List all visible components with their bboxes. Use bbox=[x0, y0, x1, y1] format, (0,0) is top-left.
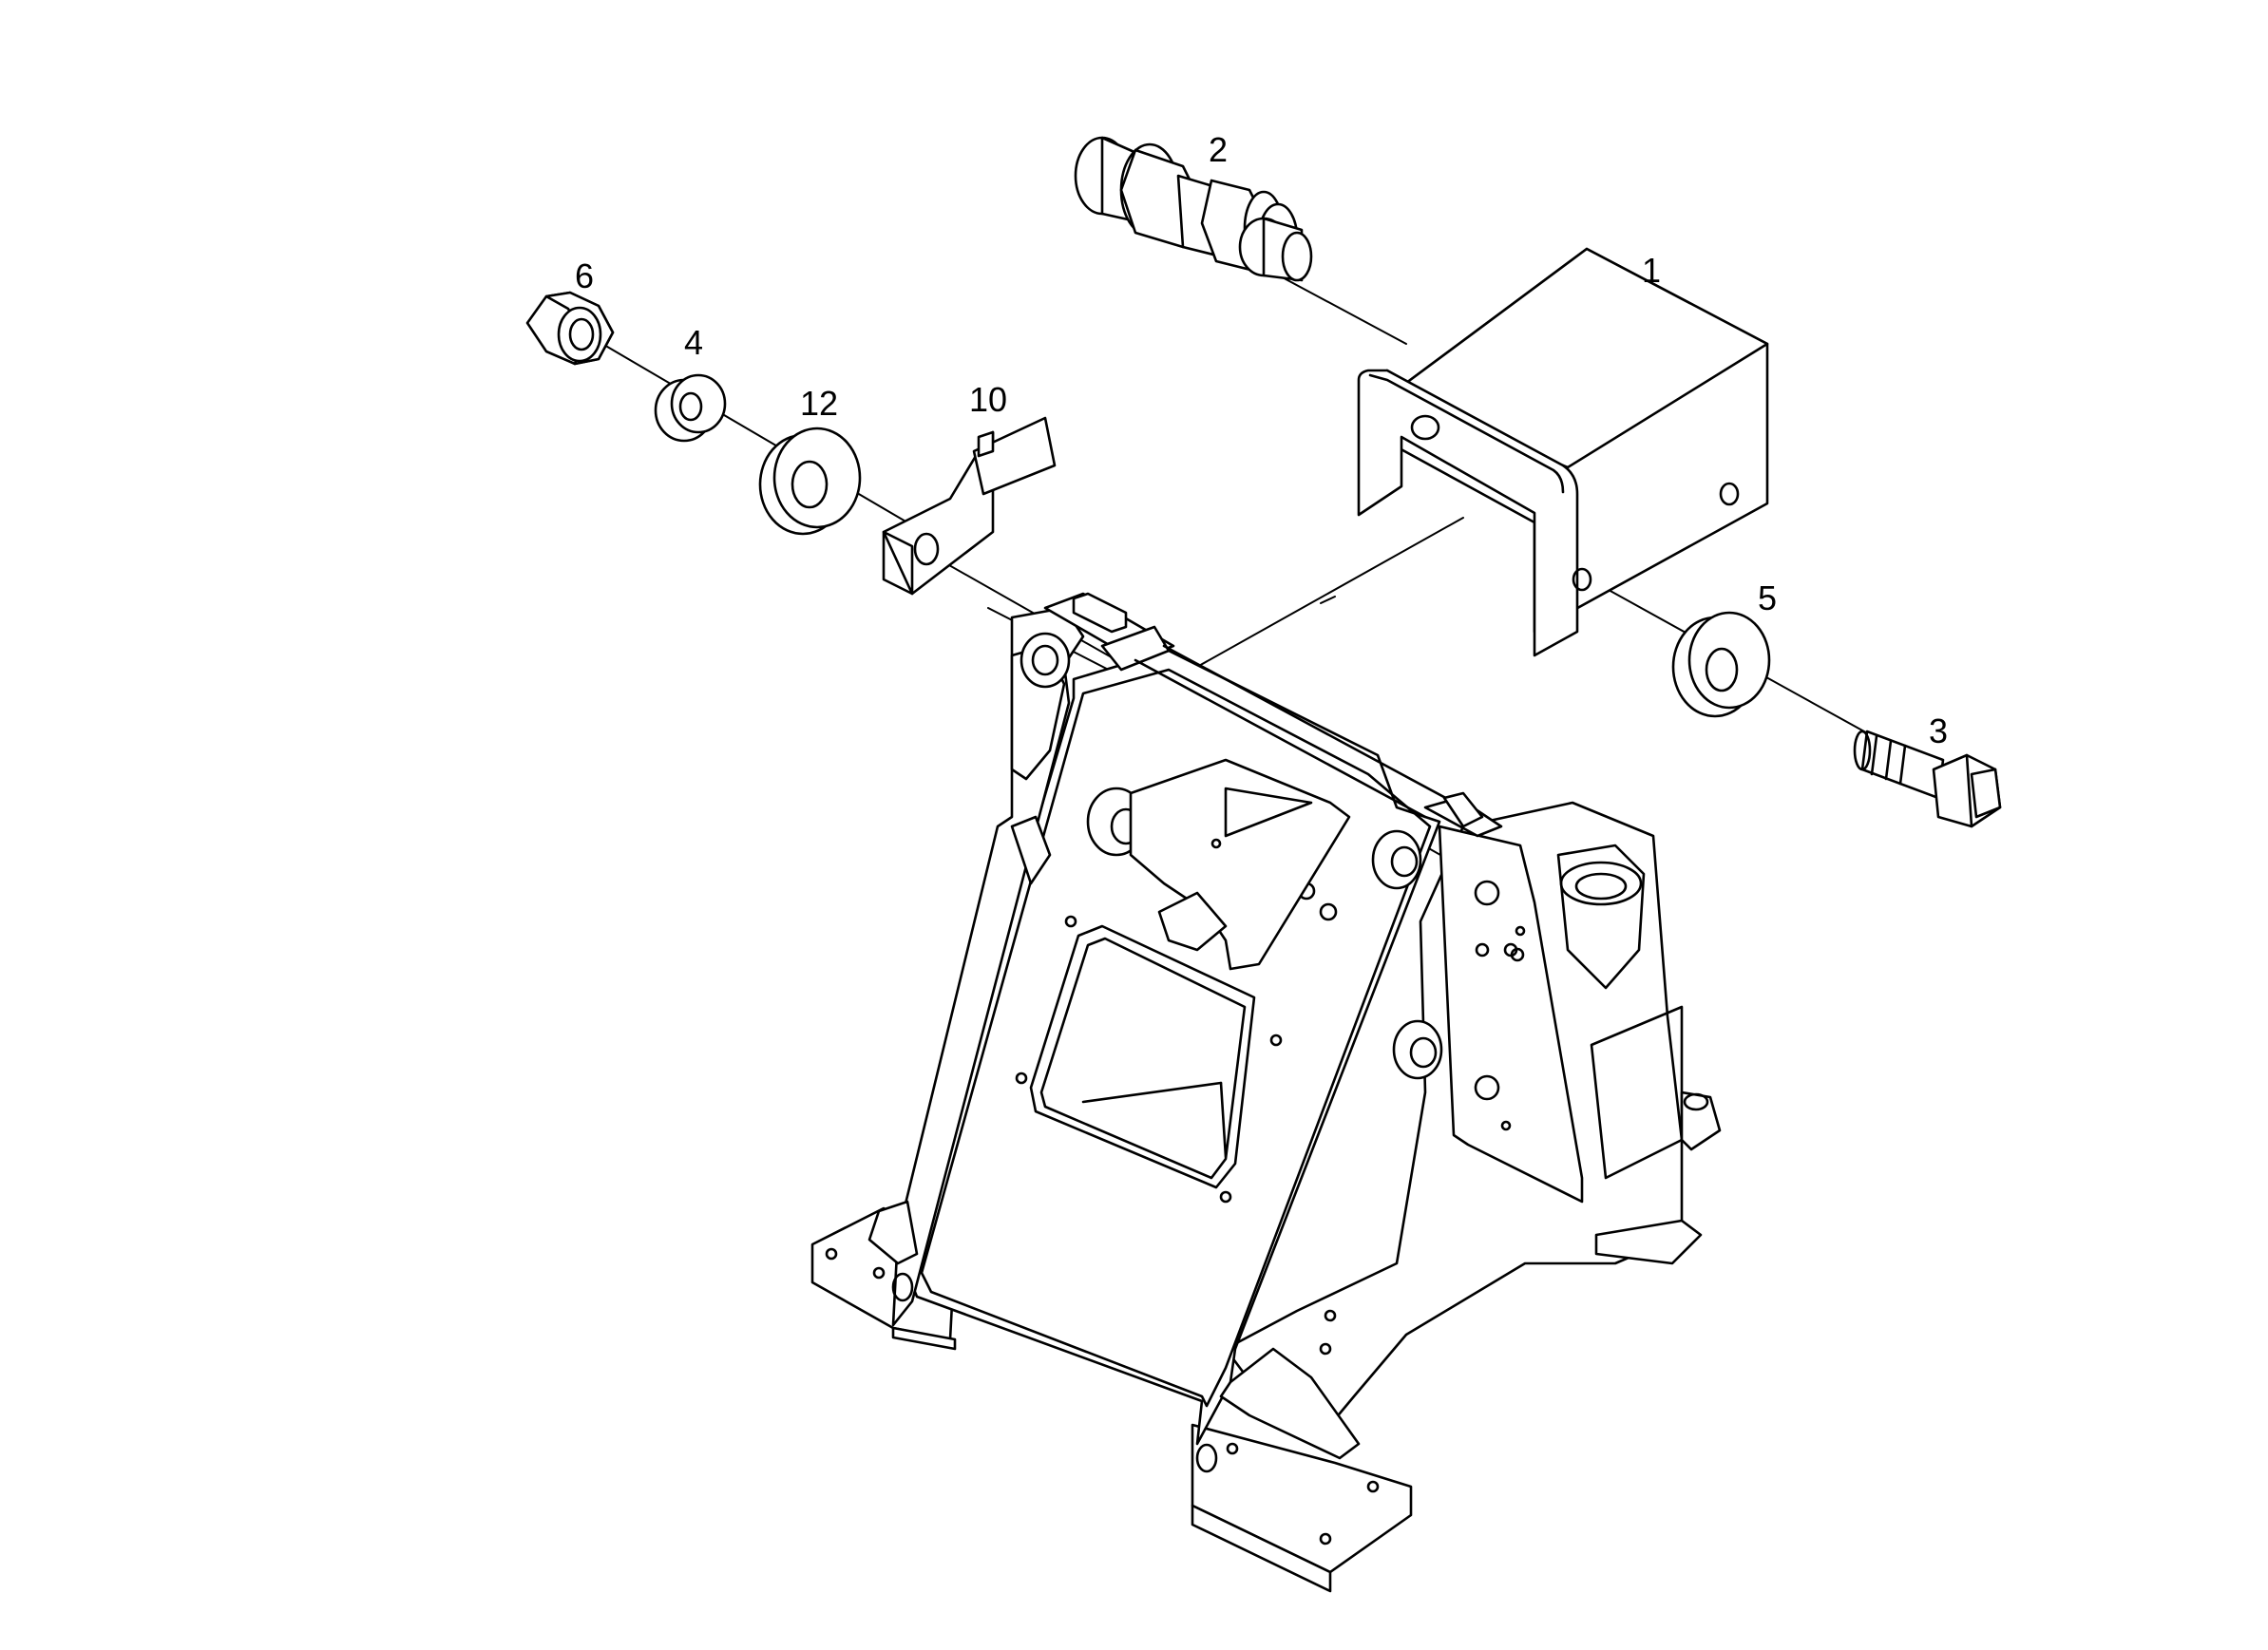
callout-6: 6 bbox=[575, 256, 594, 295]
main-frame bbox=[810, 592, 1722, 1593]
callout-1: 1 bbox=[1642, 251, 1661, 290]
callout-3: 3 bbox=[1929, 711, 1948, 750]
callout-5: 5 bbox=[1758, 578, 1777, 617]
part-10-bracket bbox=[882, 416, 1057, 596]
part-12-washer bbox=[758, 427, 862, 536]
part-3-bolt bbox=[1853, 730, 2002, 828]
callout-4: 4 bbox=[684, 323, 703, 362]
callout-10: 10 bbox=[969, 380, 1007, 419]
part-6-nut bbox=[525, 291, 615, 366]
part-1-cover bbox=[1357, 247, 1769, 657]
callout-2: 2 bbox=[1209, 130, 1228, 169]
callout-labels: 1 2 3 4 5 6 10 12 bbox=[575, 130, 1948, 750]
part-2-fitting bbox=[1074, 136, 1313, 282]
callout-12: 12 bbox=[800, 384, 838, 423]
part-4-washer bbox=[654, 373, 727, 443]
part-5-washer bbox=[1671, 611, 1771, 718]
